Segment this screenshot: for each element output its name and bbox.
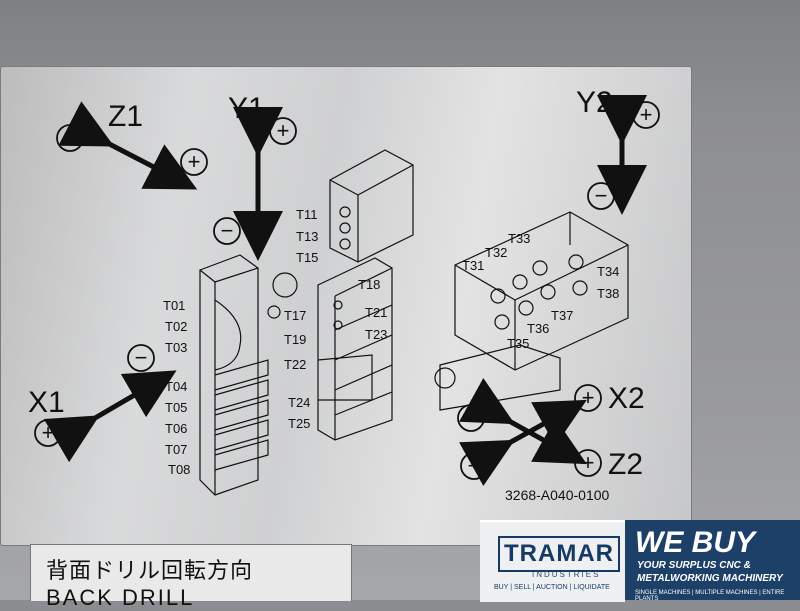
x1-arrow: [43, 370, 177, 463]
diagram-label: T04: [165, 379, 187, 394]
diagram-label: T32: [485, 245, 507, 260]
diagram-label: T35: [507, 336, 529, 351]
diagram-label: T11: [296, 207, 317, 222]
diagram-label: +: [42, 420, 55, 445]
diagram-label: T01: [163, 298, 185, 313]
diagram-label: T31: [462, 258, 484, 273]
diagram-label: T19: [284, 332, 306, 347]
diagram-label: T23: [365, 327, 387, 342]
diagram-label: T15: [296, 250, 318, 265]
we-buy-line3: SINGLE MACHINES | MULTIPLE MACHINES | EN…: [635, 590, 785, 602]
diagram-label: T34: [597, 264, 619, 279]
diagram-label: T07: [165, 442, 187, 457]
diagram-label: T08: [168, 462, 190, 477]
middle-turret-drawing: [317, 149, 414, 441]
diagram-label: T13: [296, 229, 318, 244]
diagram-label: T17: [284, 308, 306, 323]
y1-label: Y1: [228, 92, 265, 125]
y2-label: Y2: [576, 86, 613, 119]
diagram-label: T33: [508, 231, 530, 246]
diagram-label: T21: [365, 305, 387, 320]
x2-label: X2: [608, 382, 645, 415]
diagram-label: +: [582, 385, 595, 410]
z2-arrow: [459, 378, 587, 465]
diagram-label: T06: [165, 421, 187, 436]
diagram-label: −: [465, 405, 478, 430]
back-drill-jp-text: 背面ドリル回転方向: [46, 559, 254, 584]
diagram-label: T37: [551, 308, 573, 323]
diagram-label: T05: [165, 400, 187, 415]
diagram-label: +: [582, 450, 595, 475]
diagram-label: T03: [165, 340, 187, 355]
we-buy-line1: YOUR SURPLUS CNC &: [637, 560, 751, 571]
diagram-label: −: [468, 453, 481, 478]
diagram-label: +: [188, 149, 201, 174]
we-buy-headline: WE BUY: [635, 526, 755, 559]
we-buy-line2: METALWORKING MACHINERY: [637, 573, 783, 584]
diagram-label: T38: [597, 286, 619, 301]
z1-label: Z1: [108, 100, 143, 133]
part-number: 3268-A040-0100: [505, 487, 610, 503]
tramar-logo: TRAMAR: [498, 536, 620, 572]
we-buy-banner: WE BUY YOUR SURPLUS CNC & METALWORKING M…: [625, 520, 800, 602]
right-turret-drawing: [434, 211, 629, 411]
diagram-label: +: [277, 118, 290, 143]
z2-label: Z2: [608, 448, 643, 481]
diagram-label: T02: [165, 319, 187, 334]
diagram-label: −: [595, 183, 608, 208]
x1-label: X1: [28, 386, 65, 419]
diagram-label: T25: [288, 416, 310, 431]
diagram-label: T24: [288, 395, 310, 410]
diagram-label: T36: [527, 321, 549, 336]
back-drill-label-plate: [30, 544, 352, 601]
diagram-label: T18: [358, 277, 380, 292]
diagram-label: +: [640, 102, 653, 127]
diagram-label: −: [64, 125, 77, 150]
diagram-label: −: [135, 345, 148, 370]
back-drill-en-text: BACK DRILL: [46, 585, 195, 610]
diagram-label: T22: [284, 357, 306, 372]
tramar-tagline: BUY | SELL | AUCTION | LIQUIDATE: [494, 584, 610, 591]
tramar-logo-badge: TRAMAR INDUSTRIES BUY | SELL | AUCTION |…: [480, 520, 625, 602]
tramar-industries: INDUSTRIES: [532, 570, 601, 579]
diagram-label: −: [221, 218, 234, 243]
left-turret-drawing: [199, 254, 298, 496]
z1-arrow: [58, 101, 198, 190]
